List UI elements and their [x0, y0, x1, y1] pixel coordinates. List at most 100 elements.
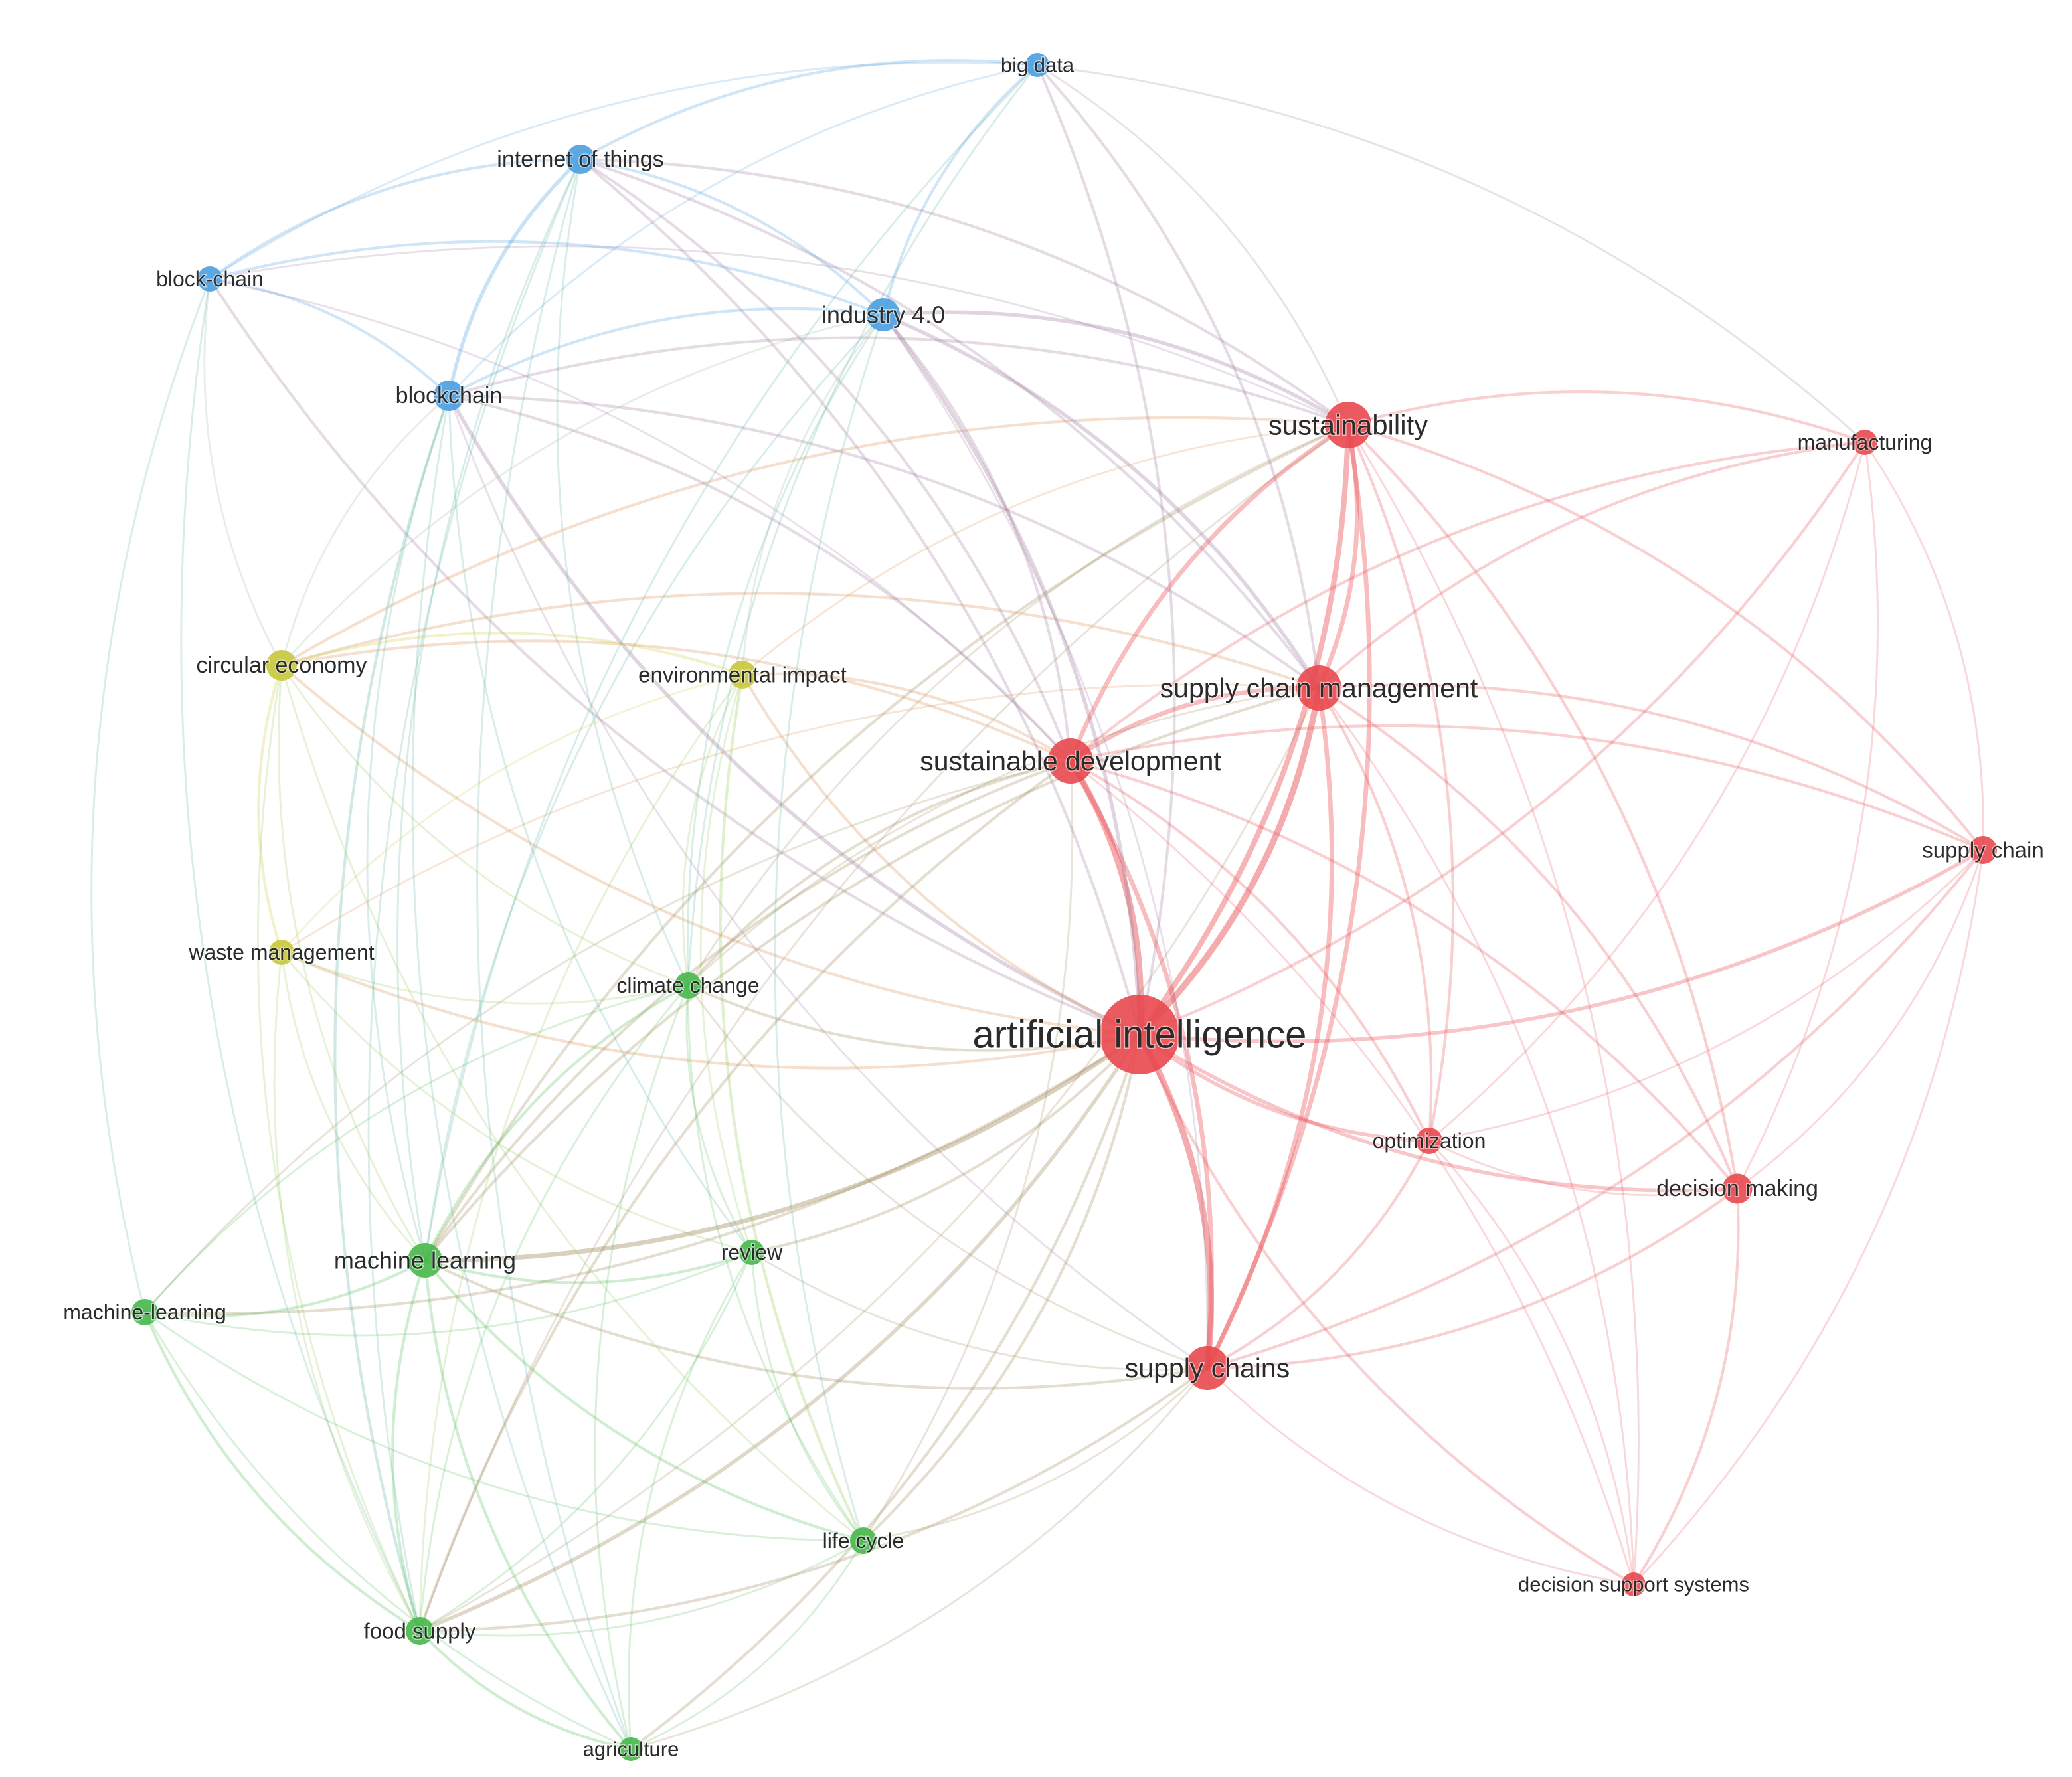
link-sustainability-iot: [578, 157, 1350, 427]
node-blockchain[interactable]: [434, 381, 464, 411]
link-env_impact-waste: [280, 673, 744, 954]
link-sd-ml_hyphen: [143, 760, 1072, 1313]
link-blockchain-review: [448, 394, 753, 1254]
link-big_data-block_chain: [209, 61, 1039, 280]
link-scm-supply_chain: [1317, 683, 1985, 852]
label-env-impact: environmental impact: [638, 663, 847, 687]
link-ai-iot: [578, 157, 1142, 1037]
link-sustainability-climate: [687, 424, 1349, 987]
node-sc-plural[interactable]: [1185, 1346, 1229, 1390]
link-sd-ml: [423, 759, 1073, 1262]
node-industry40[interactable]: [867, 298, 900, 331]
link-circular-life_cycle: [280, 664, 865, 1542]
link-sd-manufacturing: [1069, 440, 1867, 763]
label-climate: climate change: [616, 973, 759, 997]
link-scm-sc_plural: [1205, 685, 1334, 1371]
label-ml: machine learning: [334, 1247, 516, 1274]
link-waste-food_supply: [273, 951, 421, 1632]
link-ml-food_supply: [391, 1258, 427, 1633]
link-circular-climate: [280, 664, 689, 987]
link-ai-waste: [280, 950, 1142, 1070]
link-sd-env_impact: [740, 672, 1073, 763]
link-sc_plural-dss: [1206, 1367, 1635, 1586]
link-blockchain-agriculture: [411, 394, 632, 1750]
link-climate-life_cycle: [687, 984, 865, 1542]
link-iot-blockchain: [447, 157, 582, 398]
link-ai-climate: [686, 983, 1142, 1052]
link-sd-optimization: [1069, 759, 1431, 1143]
link-ml-life_cycle: [423, 1258, 865, 1543]
link-ai-review: [750, 1033, 1142, 1254]
link-sc_plural-decision_making: [1205, 1187, 1739, 1370]
link-sustainability-ml: [423, 423, 1350, 1262]
link-sc_plural-food_supply: [418, 1366, 1209, 1633]
link-food_supply-agriculture: [418, 1629, 633, 1751]
node-optimization[interactable]: [1416, 1128, 1442, 1154]
link-manufacturing-decision_making: [1736, 441, 1879, 1190]
node-dss[interactable]: [1622, 1572, 1646, 1596]
node-big-data[interactable]: [1025, 53, 1049, 77]
node-circular[interactable]: [266, 650, 297, 681]
link-env_impact-food_supply: [418, 673, 744, 1632]
link-ai-env_impact: [740, 673, 1142, 1037]
link-ai-life_cycle: [861, 1033, 1142, 1543]
link-block_chain-ml_hyphen: [90, 278, 211, 1313]
link-ai-block_chain: [208, 277, 1142, 1037]
label-sustainability: sustainability: [1268, 410, 1428, 441]
node-scm[interactable]: [1296, 665, 1341, 711]
link-sd-block_chain: [209, 278, 1072, 762]
link-scm-dss: [1318, 687, 1635, 1586]
link-circular-ml: [278, 664, 426, 1262]
node-iot[interactable]: [566, 145, 595, 174]
link-ml-agriculture: [423, 1258, 633, 1751]
node-review[interactable]: [739, 1240, 764, 1265]
link-ml-review: [423, 1250, 754, 1284]
link-supply_chain-optimization: [1428, 849, 1984, 1142]
node-sd[interactable]: [1048, 738, 1093, 784]
node-agriculture[interactable]: [619, 1737, 643, 1761]
link-scm-optimization: [1317, 686, 1433, 1143]
link-sc_plural-industry40: [882, 313, 1209, 1369]
link-iot-ml: [396, 158, 582, 1262]
node-climate[interactable]: [675, 972, 701, 999]
node-ai[interactable]: [1100, 995, 1179, 1074]
link-sc_plural-ml: [423, 1258, 1209, 1390]
node-ml[interactable]: [408, 1243, 442, 1278]
label-decision-making: decision making: [1656, 1176, 1818, 1201]
link-ai-optimization: [1138, 1033, 1431, 1143]
link-sd-life_cycle: [862, 760, 1074, 1542]
node-manufacturing[interactable]: [1852, 430, 1877, 455]
node-sustainability[interactable]: [1325, 402, 1371, 448]
label-ml-hyphen: machine-learning: [63, 1300, 226, 1324]
node-env-impact[interactable]: [729, 661, 756, 689]
link-blockchain-food_supply: [333, 394, 451, 1633]
label-big-data: big data: [1001, 54, 1075, 77]
node-decision-making[interactable]: [1722, 1173, 1753, 1204]
node-food-supply[interactable]: [406, 1617, 434, 1645]
link-sd-blockchain: [447, 394, 1073, 763]
node-life-cycle[interactable]: [850, 1527, 877, 1554]
link-sd-supply_chain: [1069, 724, 1985, 852]
link-industry40-ml: [424, 313, 885, 1262]
link-big_data-climate: [687, 64, 1039, 987]
link-sustainability-manufacturing: [1346, 390, 1867, 444]
link-sc_plural-climate: [687, 984, 1209, 1369]
link-sustainability-optimization: [1346, 423, 1455, 1143]
label-block-chain: block-chain: [156, 267, 264, 291]
node-block-chain[interactable]: [197, 266, 222, 292]
link-iot-block_chain: [208, 157, 582, 281]
link-env_impact-climate: [681, 673, 744, 987]
link-blockchain-ml: [366, 394, 450, 1262]
link-scm-big_data: [1035, 63, 1321, 690]
link-ml_hyphen-review: [143, 1251, 753, 1337]
link-ai-sd: [1067, 758, 1144, 1038]
link-sustainability-supply_chain: [1346, 423, 1985, 852]
node-waste[interactable]: [269, 940, 294, 965]
node-ml-hyphen[interactable]: [131, 1299, 158, 1325]
node-supply-chain[interactable]: [1969, 836, 1997, 864]
link-supply_chain-decision_making: [1736, 849, 1984, 1190]
label-sd: sustainable development: [920, 746, 1221, 776]
label-dss: decision support systems: [1518, 1573, 1749, 1596]
link-sustainability-big_data: [1036, 64, 1349, 426]
